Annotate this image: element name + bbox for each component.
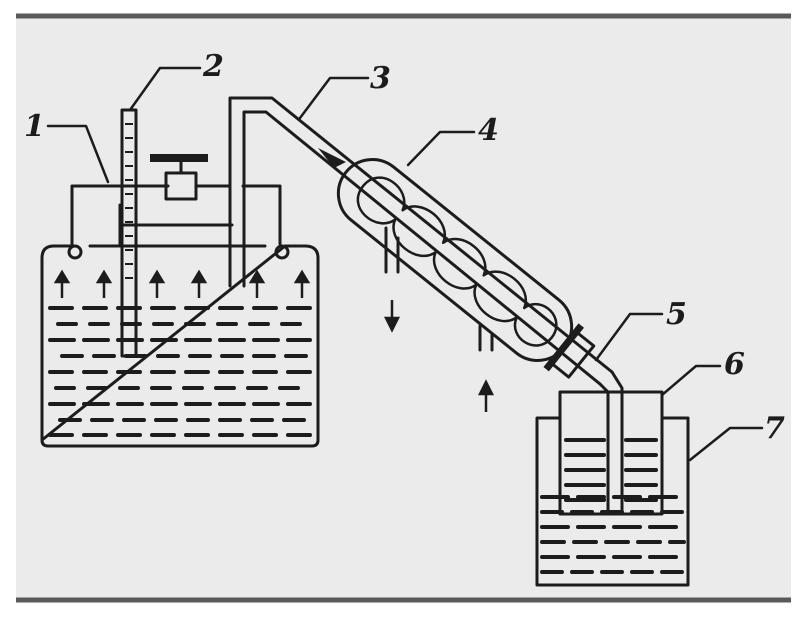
valve-handle: [150, 154, 208, 162]
label-6: 6: [724, 347, 745, 382]
cooling-bath-7: [535, 416, 690, 587]
condenser-4: [336, 158, 596, 412]
flow-arrow: [318, 148, 346, 168]
label-2: 2: [202, 49, 224, 84]
vapour-arrows: [53, 269, 311, 298]
label-3: 3: [370, 61, 391, 96]
label-1: 1: [24, 109, 45, 144]
receiver-6: [558, 390, 664, 516]
coolant-out-arrow: [383, 300, 401, 333]
coolant-in-arrow: [477, 379, 495, 412]
label-7: 7: [764, 411, 785, 446]
vapour-tube-3: [228, 96, 614, 386]
vessel-1: [40, 154, 320, 448]
label-4: 4: [478, 113, 499, 148]
label-5: 5: [666, 297, 687, 332]
leader-lines: [46, 66, 764, 462]
clamp-left: [67, 244, 83, 260]
clamp-right: [274, 244, 290, 260]
liquid-lines-1: [48, 306, 312, 437]
